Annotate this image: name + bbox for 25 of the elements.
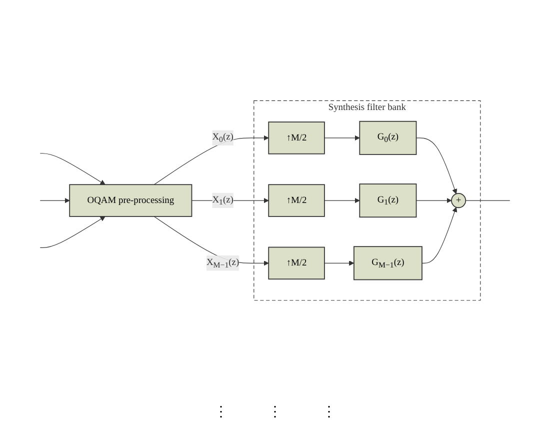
edge-label: X$_{0}$(z) xyxy=(212,132,234,144)
arrow xyxy=(40,216,106,248)
ellipsis-mark: ⋮ xyxy=(322,403,336,419)
node-box: ↑M/2 xyxy=(268,184,325,217)
arrow xyxy=(416,198,452,204)
arrow xyxy=(154,135,269,185)
node-circle: + xyxy=(451,192,466,208)
arrow xyxy=(40,198,70,204)
node-box: G$_{0}$(z) xyxy=(359,120,417,155)
node-box: ↑M/2 xyxy=(268,246,325,280)
arrow xyxy=(422,206,458,264)
edge-label: X$_{1}$(z) xyxy=(212,194,234,206)
arrow xyxy=(324,260,354,266)
edge-label: X$_{M−1}$(z) xyxy=(206,257,240,270)
arrow xyxy=(324,135,360,140)
node-box: ↑M/2 xyxy=(268,122,325,154)
ellipsis-mark: ⋮ xyxy=(268,403,282,419)
ellipsis-mark: ⋮ xyxy=(214,403,228,419)
node-box: G$_{M−1}$(z) xyxy=(354,246,422,280)
arrow xyxy=(40,153,106,185)
node-box: OQAM pre-processing xyxy=(69,184,192,217)
arrow xyxy=(416,138,458,194)
arrow xyxy=(324,198,360,204)
node-box: G$_{1}$(z) xyxy=(359,183,417,218)
connector xyxy=(465,200,510,201)
